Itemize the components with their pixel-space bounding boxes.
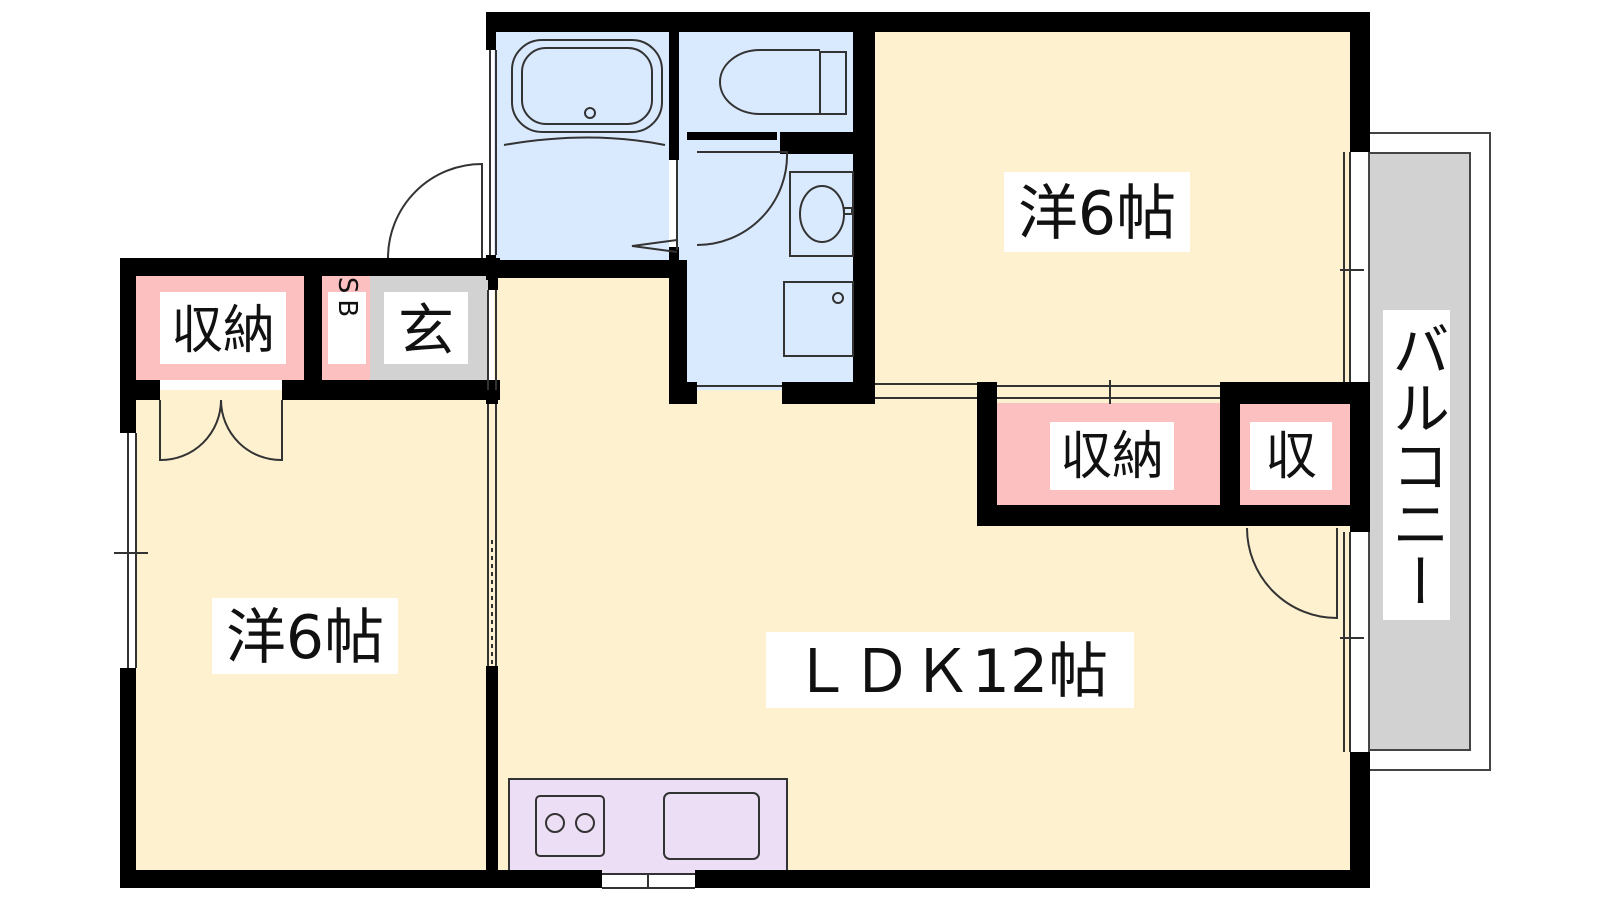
room-label-entrance: 玄	[398, 299, 454, 364]
bathtub-icon	[503, 39, 666, 146]
walls	[120, 12, 1370, 888]
washing-machine-pan-icon	[783, 281, 854, 357]
washroom-door	[696, 151, 789, 246]
room-label-storage-left: 収納	[171, 301, 275, 361]
room-label-western-left: 洋6帖	[226, 603, 384, 673]
windows	[114, 50, 1364, 889]
stove-icon	[535, 795, 605, 857]
bath-floor	[494, 32, 669, 260]
storage-small-door	[1246, 527, 1338, 620]
room-label-shoe-box: SB	[332, 277, 362, 323]
room-label-balcony: バルコニー	[1382, 320, 1450, 610]
washbasin-icon	[789, 171, 854, 257]
toilet-floor	[677, 32, 853, 132]
toilet-icon	[719, 49, 847, 115]
room-label-western-right: 洋6帖	[1018, 179, 1176, 249]
room-label-storage-mid: 収納	[1060, 427, 1164, 487]
room-label-storage-small: 収	[1265, 427, 1317, 487]
closet-door-left	[159, 399, 222, 462]
bath-door	[631, 160, 678, 253]
entrance-door	[387, 162, 483, 259]
doors	[159, 151, 1338, 620]
room-label-ldk: ＬＤＫ12帖	[792, 637, 1108, 707]
washroom-floor	[677, 132, 853, 390]
sink-icon	[663, 792, 760, 860]
closet-door-right	[220, 399, 283, 462]
